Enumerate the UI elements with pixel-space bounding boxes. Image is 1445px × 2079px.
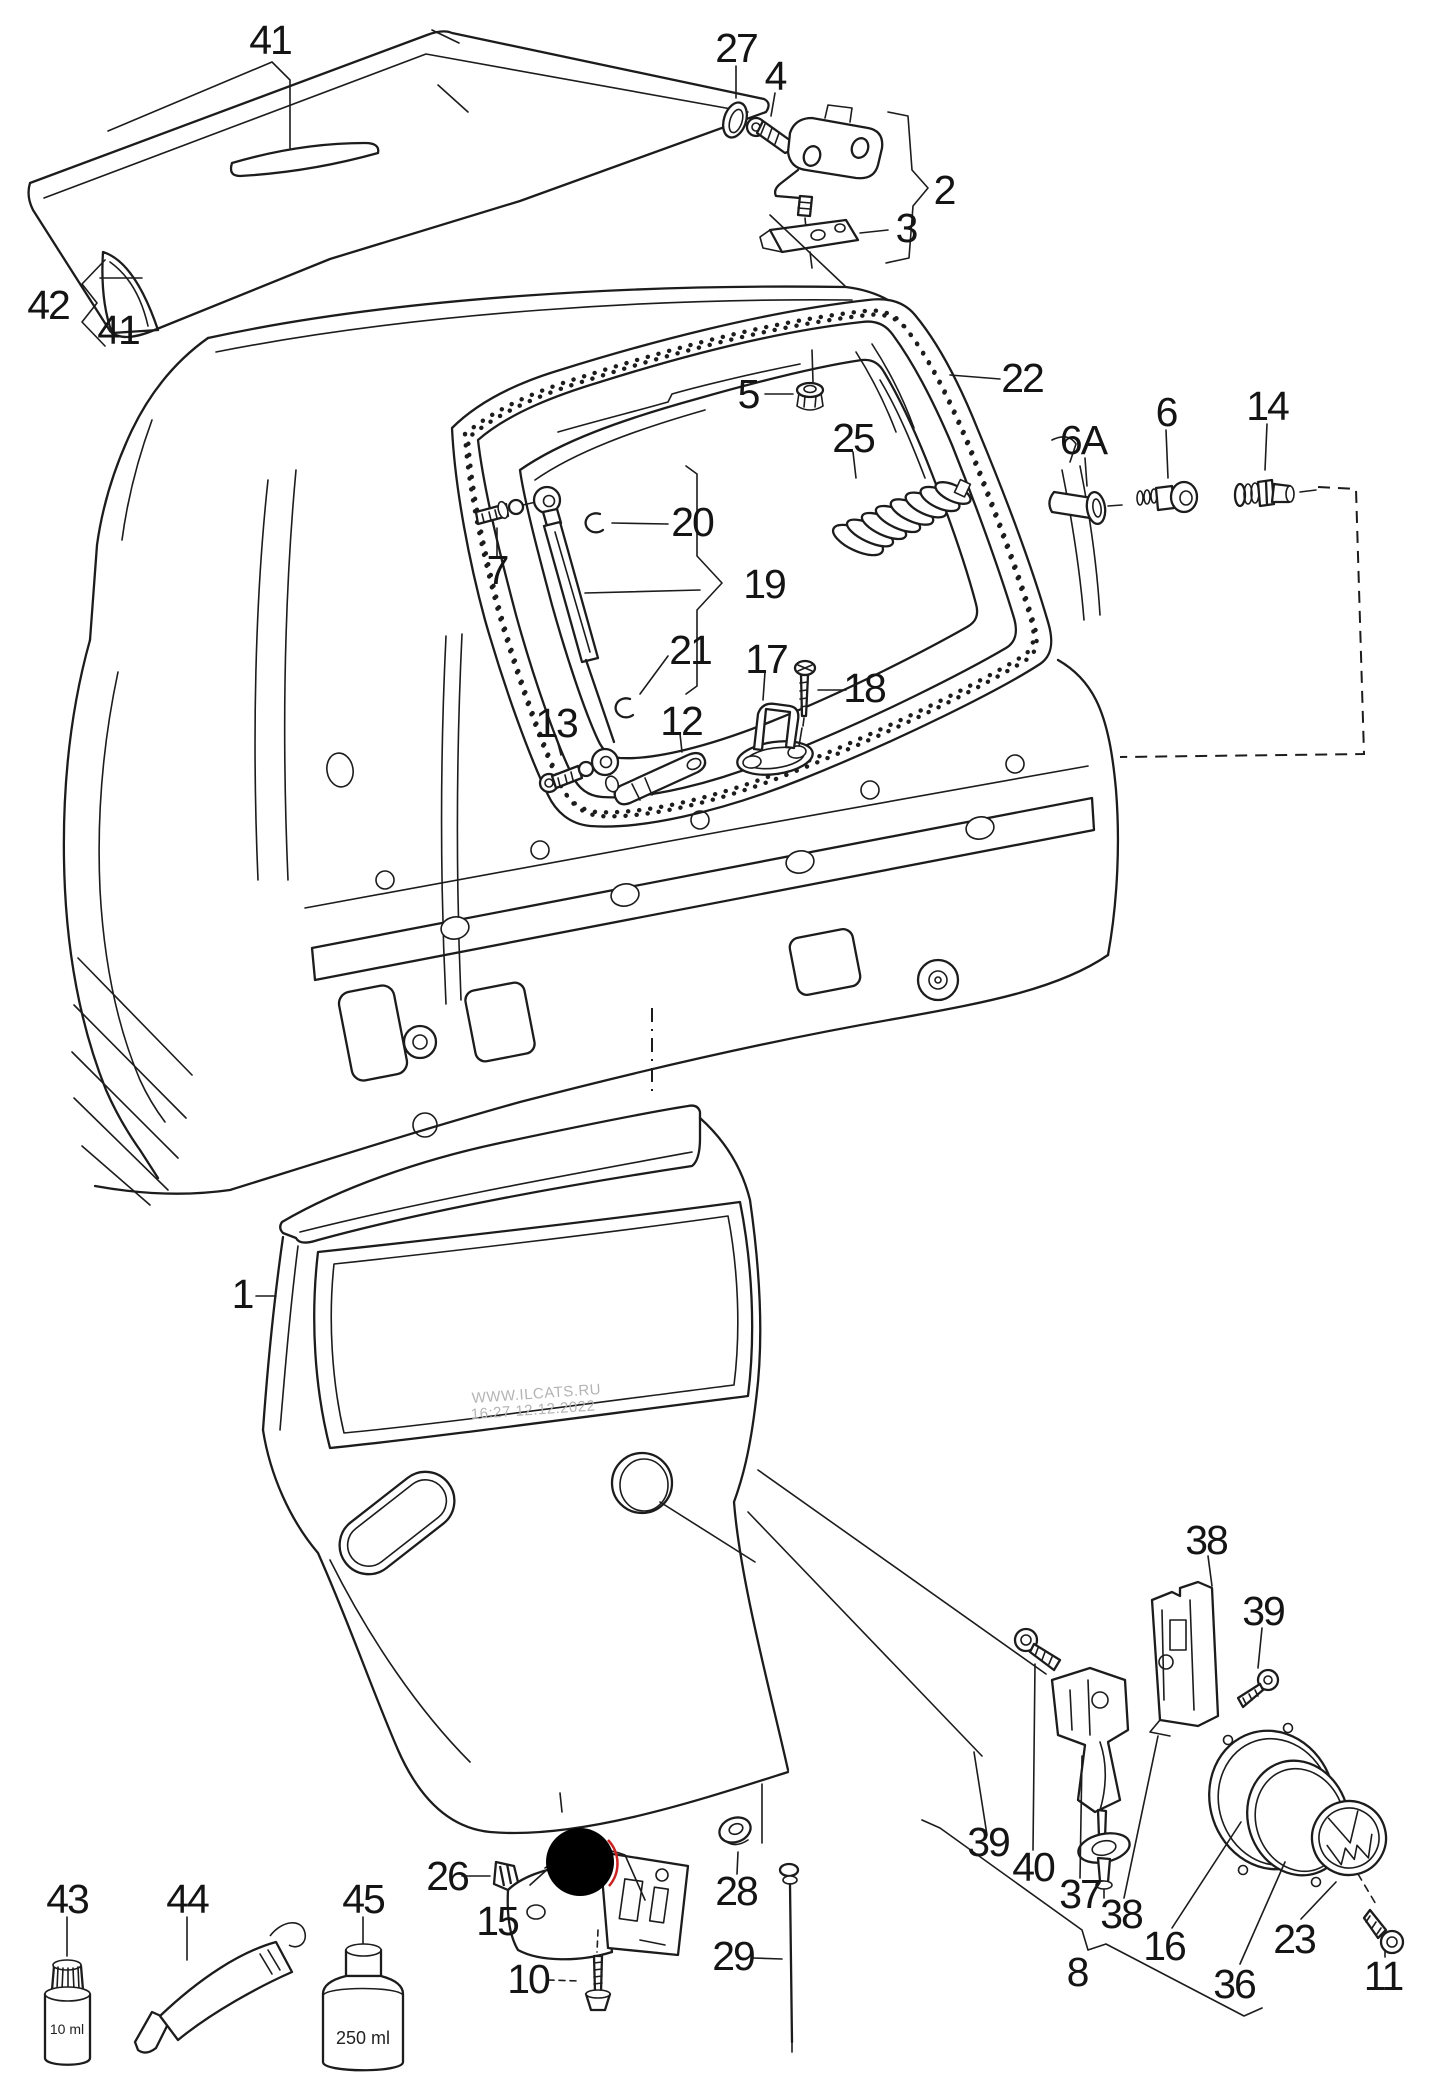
- callout-25: 25: [832, 415, 875, 461]
- callout-20: 20: [671, 499, 714, 545]
- hinge-drawing: [722, 65, 929, 287]
- callout-38-top: 38: [1185, 1517, 1228, 1563]
- callout-23: 23: [1273, 1916, 1315, 1962]
- right-lock-group-drawing: [747, 1469, 1405, 2017]
- body-drawing: [62, 285, 1120, 1206]
- bottle-45-volume: 250 ml: [336, 2028, 390, 2048]
- callout-45: 45: [342, 1876, 385, 1922]
- bottle-45-drawing: 250 ml: [321, 1916, 405, 2072]
- lock-15-drawing: [461, 1816, 800, 2053]
- callout-14: 14: [1246, 383, 1289, 429]
- callout-41-top: 41: [249, 17, 291, 63]
- callout-6: 6: [1156, 389, 1177, 435]
- callout-3: 3: [896, 205, 917, 251]
- callout-43: 43: [46, 1876, 88, 1922]
- callout-15: 15: [476, 1898, 519, 1944]
- callout-40: 40: [1012, 1844, 1055, 1890]
- vw-logo: [1310, 1799, 1388, 1877]
- callout-11: 11: [1364, 1953, 1403, 1999]
- callout-19: 19: [743, 561, 785, 607]
- callout-17: 17: [745, 636, 787, 682]
- callout-26: 26: [426, 1853, 468, 1899]
- bushings-drawing: [1048, 423, 1366, 758]
- spoiler-drawing: [27, 29, 770, 347]
- callout-6a: 6A: [1060, 417, 1109, 463]
- seal-drawing: [450, 298, 1053, 828]
- tube-44-drawing: [133, 1916, 307, 2054]
- callout-labels: 41 27 4 2 3 42 41 22 5 25 6A 6 14 20 7 1…: [27, 17, 1404, 2007]
- callout-5: 5: [738, 371, 760, 417]
- callout-16: 16: [1143, 1923, 1185, 1969]
- callout-28: 28: [715, 1868, 758, 1914]
- callout-37: 37: [1059, 1871, 1101, 1917]
- bottle-43-drawing: 10 ml: [43, 1916, 92, 2066]
- callout-29: 29: [712, 1933, 754, 1979]
- callout-4: 4: [765, 53, 787, 99]
- callout-12: 12: [660, 698, 702, 744]
- callout-10: 10: [507, 1956, 550, 2002]
- bottle-43-volume: 10 ml: [50, 2021, 84, 2037]
- tailgate-drawing: [255, 1008, 790, 1844]
- spring-25-drawing: [831, 451, 972, 557]
- callout-39-bottom: 39: [967, 1819, 1009, 1865]
- callout-42: 42: [27, 282, 69, 328]
- strut-drawing: [474, 465, 847, 806]
- callout-1: 1: [232, 1271, 253, 1317]
- highlight-dot-rim: [607, 1839, 619, 1887]
- callout-2: 2: [934, 167, 955, 213]
- callout-38-bottom: 38: [1100, 1891, 1143, 1937]
- callout-13: 13: [535, 700, 577, 746]
- highlight-dot: [546, 1828, 614, 1896]
- callout-41-side: 41: [97, 307, 139, 353]
- callout-44: 44: [166, 1876, 209, 1922]
- callout-18: 18: [843, 665, 886, 711]
- clip-5-drawing: [764, 349, 825, 411]
- callout-36: 36: [1213, 1961, 1255, 2007]
- callout-39-top: 39: [1242, 1588, 1284, 1634]
- callout-22: 22: [1001, 355, 1043, 401]
- callout-21: 21: [669, 627, 711, 673]
- callout-7: 7: [487, 547, 508, 593]
- callout-27: 27: [715, 25, 757, 71]
- callout-8: 8: [1067, 1949, 1089, 1995]
